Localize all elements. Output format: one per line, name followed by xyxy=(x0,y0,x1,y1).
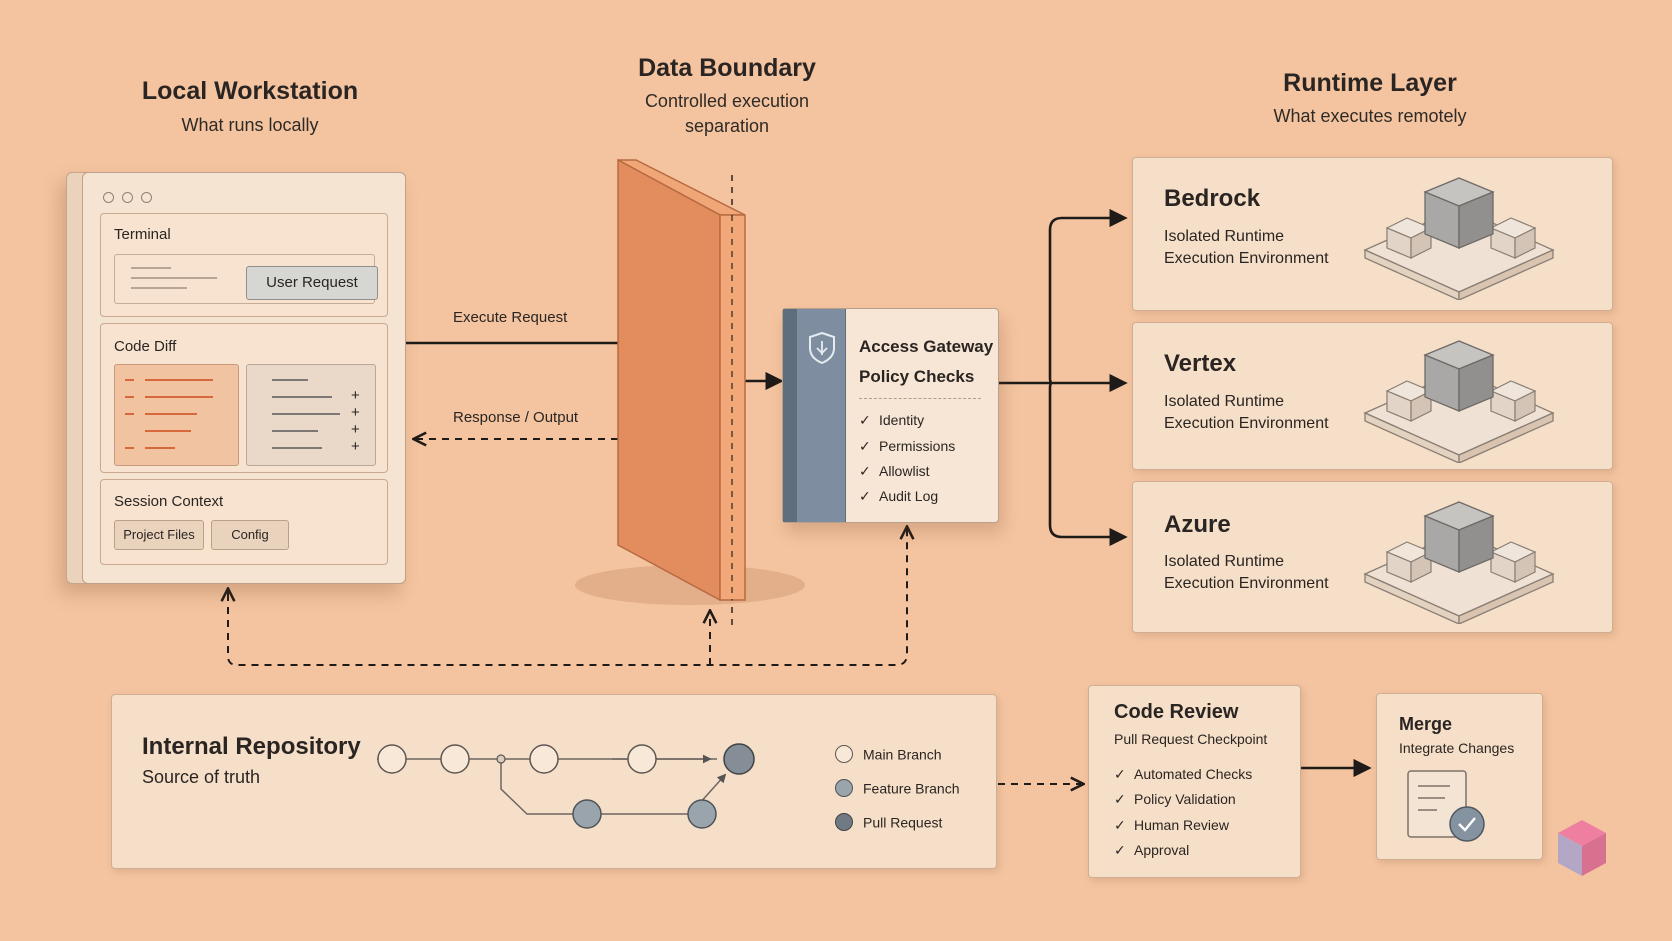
pull-request-icon xyxy=(835,813,853,832)
execute-request-label: Execute Request xyxy=(453,309,568,326)
merge-subtitle: Integrate Changes xyxy=(1399,740,1515,756)
window-dot-icon[interactable] xyxy=(122,192,133,203)
local-workstation-title: Local Workstation xyxy=(141,77,359,105)
code-diff-panel: Code Diff + + + + xyxy=(100,323,388,473)
branch-point xyxy=(496,754,506,764)
check-icon: ✓ xyxy=(859,463,871,479)
window-dot-icon[interactable] xyxy=(141,192,152,203)
isolated-runtime-cubes-icon xyxy=(1363,177,1555,300)
window-dot-icon[interactable] xyxy=(103,192,114,203)
code-review-subtitle: Pull Request Checkpoint xyxy=(1114,731,1268,747)
code-review-card[interactable]: Code Review Pull Request Checkpoint ✓Aut… xyxy=(1088,685,1301,878)
gateway-check-identity: ✓Identity xyxy=(859,412,925,428)
data-boundary-subtitle-1: Controlled execution xyxy=(644,91,810,111)
check-icon: ✓ xyxy=(1114,766,1126,782)
isolated-runtime-cubes-icon xyxy=(1363,340,1555,463)
check-icon: ✓ xyxy=(859,488,871,504)
feature-commit xyxy=(687,799,717,829)
runtime-layer-title: Runtime Layer xyxy=(1283,69,1457,97)
gateway-title-2: Policy Checks xyxy=(859,367,975,386)
review-check: ✓Automated Checks xyxy=(1114,766,1253,782)
approved-document-icon xyxy=(1407,770,1485,842)
terminal-label: Terminal xyxy=(114,226,171,243)
git-branch-graph xyxy=(377,743,755,829)
code-review-title: Code Review xyxy=(1114,701,1239,723)
runtime-name: Vertex xyxy=(1164,350,1237,377)
shield-icon xyxy=(809,331,835,365)
main-commit xyxy=(377,744,407,774)
merge-title: Merge xyxy=(1399,714,1453,734)
config-chip[interactable]: Config xyxy=(211,520,289,550)
response-output-label: Response / Output xyxy=(453,409,579,426)
diff-removed-pane xyxy=(114,364,239,466)
main-commit xyxy=(529,744,559,774)
audit-feedback-loop xyxy=(227,528,907,666)
legend-pull-request: Pull Request xyxy=(835,813,942,832)
workstation-window: Terminal User Request Code Diff + + + + … xyxy=(82,172,406,584)
code-diff-label: Code Diff xyxy=(114,338,177,355)
runtime-layer-subtitle: What executes remotely xyxy=(1273,106,1467,126)
session-context-panel: Session Context Project Files Config xyxy=(100,479,388,565)
data-boundary-subtitle-2: separation xyxy=(684,116,770,136)
pull-request-commit xyxy=(723,743,755,775)
terminal-panel: Terminal User Request xyxy=(100,213,388,317)
check-icon: ✓ xyxy=(1114,791,1126,807)
main-commit xyxy=(627,744,657,774)
gateway-side-panel xyxy=(783,309,846,522)
internal-repository-card: Internal Repository Source of truth Main… xyxy=(111,694,997,869)
review-check: ✓Policy Validation xyxy=(1114,791,1236,807)
check-icon: ✓ xyxy=(1114,842,1126,858)
project-files-chip[interactable]: Project Files xyxy=(114,520,204,550)
local-workstation-subtitle: What runs locally xyxy=(181,115,319,135)
runtime-name: Bedrock xyxy=(1164,185,1261,212)
runtime-card-vertex[interactable]: Vertex Isolated Runtime Execution Enviro… xyxy=(1132,322,1613,470)
repository-subtitle: Source of truth xyxy=(142,767,261,787)
session-context-label: Session Context xyxy=(114,493,224,510)
gateway-check-permissions: ✓Permissions xyxy=(859,438,956,454)
main-branch-icon xyxy=(835,745,853,764)
feature-branch-icon xyxy=(835,779,853,798)
window-controls[interactable] xyxy=(103,190,152,208)
check-icon: ✓ xyxy=(1114,817,1126,833)
user-request-button[interactable]: User Request xyxy=(246,266,378,300)
access-gateway-card: Access Gateway Policy Checks ✓Identity ✓… xyxy=(782,308,999,523)
gateway-check-allowlist: ✓Allowlist xyxy=(859,463,930,479)
merge-card[interactable]: Merge Integrate Changes xyxy=(1376,693,1543,860)
data-boundary-title: Data Boundary xyxy=(638,54,816,82)
main-commit xyxy=(440,744,470,774)
gateway-check-audit-log: ✓Audit Log xyxy=(859,488,939,504)
gateway-title-1: Access Gateway xyxy=(859,337,994,356)
diff-added-pane: + + + + xyxy=(246,364,376,466)
repository-title: Internal Repository xyxy=(142,733,361,760)
runtime-card-bedrock[interactable]: Bedrock Isolated Runtime Execution Envir… xyxy=(1132,157,1613,311)
check-icon: ✓ xyxy=(859,412,871,428)
cube-logo-icon xyxy=(1558,820,1606,876)
runtime-card-azure[interactable]: Azure Isolated Runtime Execution Environ… xyxy=(1132,481,1613,633)
isolated-runtime-cubes-icon xyxy=(1363,501,1555,624)
runtime-name: Azure xyxy=(1164,511,1231,538)
legend-feature-branch: Feature Branch xyxy=(835,779,960,798)
legend-main-branch: Main Branch xyxy=(835,745,942,764)
review-check: ✓Approval xyxy=(1114,842,1190,858)
check-icon: ✓ xyxy=(859,438,871,454)
feature-commit xyxy=(572,799,602,829)
review-check: ✓Human Review xyxy=(1114,817,1229,833)
